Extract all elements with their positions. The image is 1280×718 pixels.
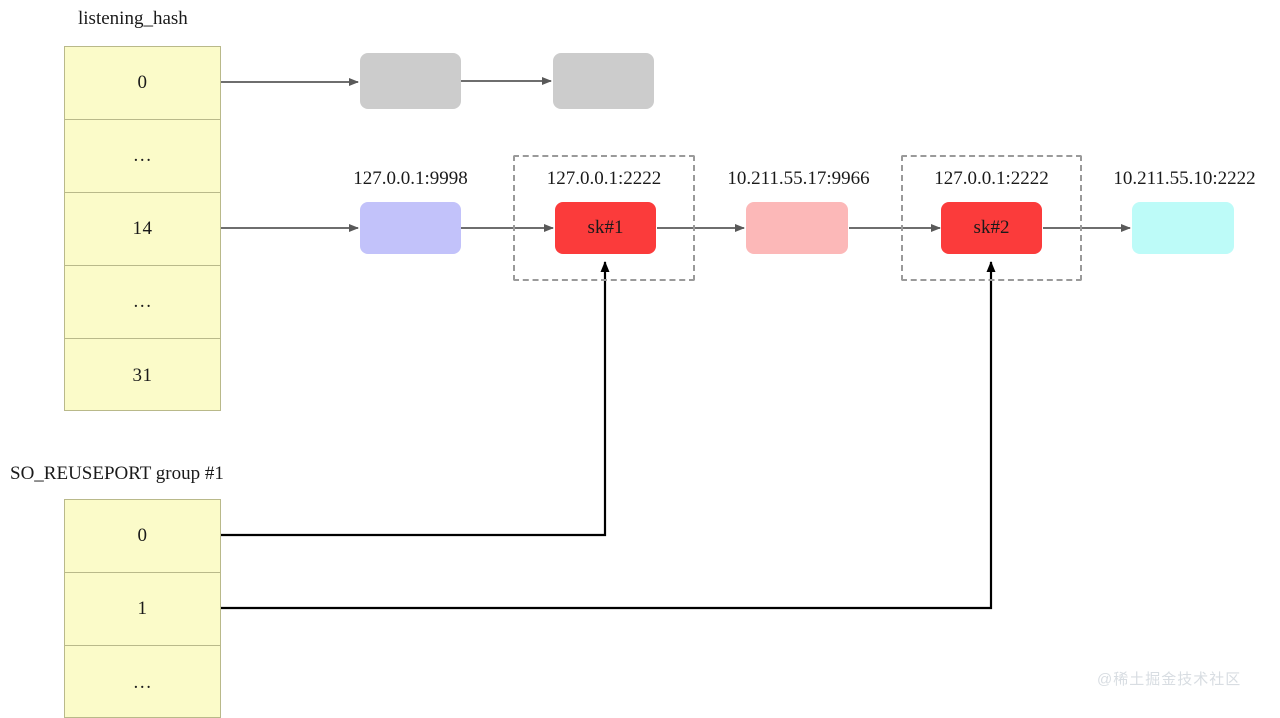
listening-hash-row-3[interactable]: … xyxy=(65,266,220,339)
gray-node-1[interactable] xyxy=(360,53,461,109)
addr-label-sock-sk2: 127.0.0.1:2222 xyxy=(934,168,1049,189)
sock-node-9966[interactable] xyxy=(746,202,848,254)
sock-node-55-10[interactable] xyxy=(1132,202,1234,254)
pointer-reuseport0-to-sk1 xyxy=(221,261,610,537)
reuseport-group-title: SO_REUSEPORT group #1 xyxy=(10,463,224,484)
listening-hash-row-2[interactable]: 14 xyxy=(65,193,220,266)
watermark: @稀土掘金技术社区 xyxy=(1097,671,1242,688)
gray-node-2[interactable] xyxy=(553,53,654,109)
sock-node-sk1[interactable]: sk#1 xyxy=(555,202,656,254)
addr-label-sock-9998: 127.0.0.1:9998 xyxy=(353,168,468,189)
reuseport-dashed-box-sk1 xyxy=(513,155,695,281)
sock-node-sk2[interactable]: sk#2 xyxy=(941,202,1042,254)
listening-hash-row-0[interactable]: 0 xyxy=(65,47,220,120)
reuseport-row-2[interactable]: … xyxy=(132,671,153,693)
reuseport-group-table: 0 1 … xyxy=(64,499,221,718)
listening-hash-table: 0 … 14 … 31 xyxy=(64,46,221,411)
reuseport-dashed-box-sk2 xyxy=(901,155,1082,281)
listening-hash-title: listening_hash xyxy=(78,8,188,29)
sock-node-9998[interactable] xyxy=(360,202,461,254)
pointer-reuseport1-to-sk2 xyxy=(221,261,996,610)
addr-label-sock-9966: 10.211.55.17:9966 xyxy=(727,168,870,189)
listening-hash-row-4[interactable]: 31 xyxy=(132,364,153,386)
addr-label-sock-sk1: 127.0.0.1:2222 xyxy=(546,168,662,189)
reuseport-row-0[interactable]: 0 xyxy=(65,500,220,573)
listening-hash-row-1[interactable]: … xyxy=(65,120,220,193)
addr-label-sock-55-10: 10.211.55.10:2222 xyxy=(1113,168,1256,189)
reuseport-row-1[interactable]: 1 xyxy=(65,573,220,646)
